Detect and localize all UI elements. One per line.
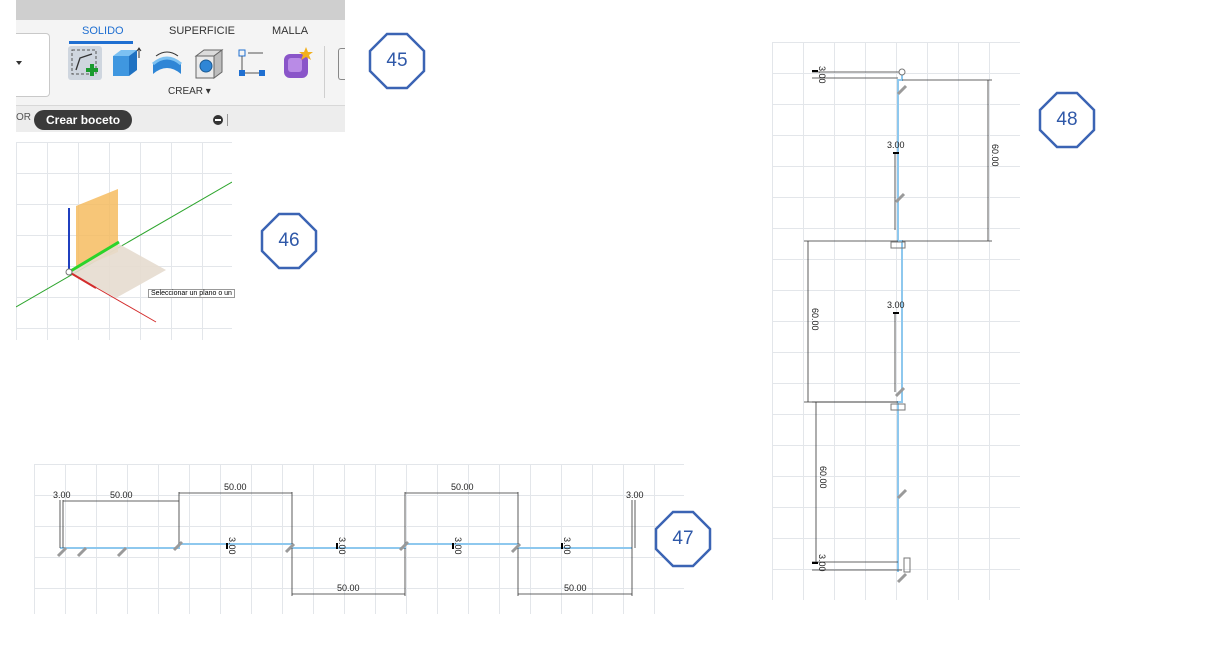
step-number: 48 (1056, 109, 1078, 130)
dim-top-3-right[interactable]: 3.00 (626, 490, 644, 500)
extrude-button[interactable] (108, 46, 142, 80)
step-number: 47 (672, 528, 694, 549)
dim-vertical-3-a[interactable]: 3.00 (227, 537, 237, 555)
y-axis-line (16, 181, 232, 308)
plane-hint-tooltip: Seleccionar un plano o un (148, 289, 235, 298)
crear-menu[interactable]: CREAR ▾ (168, 86, 211, 97)
constraint-glyphs (56, 540, 522, 558)
tab-solido[interactable]: SOLIDO (82, 25, 124, 37)
horizontal-gap-markers (812, 70, 899, 564)
octagon-badge-icon (1038, 91, 1096, 149)
hole-button[interactable] (192, 46, 226, 80)
toolbar-separator (324, 46, 325, 98)
octagon-badge-icon (260, 212, 318, 270)
xy-plane[interactable] (69, 244, 166, 298)
create-form-icon (284, 47, 313, 78)
create-sketch-button[interactable] (68, 46, 102, 80)
dim-top-3-left[interactable]: 3.00 (53, 490, 71, 500)
dim-top-50-a[interactable]: 50.00 (110, 490, 133, 500)
partial-label: OR (16, 112, 31, 123)
step-badge-47: 47 (654, 510, 712, 568)
viewport-3d[interactable]: Seleccionar un plano o un (16, 142, 235, 340)
dim-small-3-top[interactable]: 3.00 (817, 66, 827, 84)
step-badge-45: 45 (368, 32, 426, 90)
dim-long-60-a[interactable]: 60.00 (990, 144, 1000, 167)
workspace-dropdown[interactable] (16, 33, 50, 97)
chevron-down-icon (16, 61, 22, 65)
step-badge-48: 48 (1038, 91, 1096, 149)
origin-point[interactable] (65, 268, 73, 276)
dim-top-50-b[interactable]: 50.00 (224, 482, 247, 492)
dim-small-3-upper[interactable]: 3.00 (887, 140, 905, 150)
dimension-extension-lines (59, 492, 636, 596)
dim-top-50-c[interactable]: 50.00 (451, 482, 474, 492)
sketch-vertical-canvas[interactable]: 3.00 3.00 3.00 3.00 60.00 60.00 60.00 (772, 42, 1020, 600)
dim-bottom-50-a[interactable]: 50.00 (337, 583, 360, 593)
crear-label: CREAR (168, 86, 204, 97)
toolbar-top-strip (16, 0, 345, 20)
sketch-horizontal[interactable]: 3.00 50.00 50.00 50.00 3.00 50.00 50.00 … (34, 464, 684, 614)
dim-vertical-3-d[interactable]: 3.00 (562, 537, 572, 555)
create-form-button[interactable] (280, 46, 314, 80)
y-axis (68, 240, 120, 274)
constraint-glyphs-vertical (894, 84, 908, 584)
tab-malla[interactable]: MALLA (272, 25, 309, 37)
vertical-gap-markers (226, 543, 563, 549)
revolve-button[interactable] (150, 46, 184, 80)
active-tab-indicator (69, 41, 133, 44)
step-badge-46: 46 (260, 212, 318, 270)
next-tool-button[interactable] (338, 48, 345, 80)
dimension-extension-lines-vertical (804, 71, 992, 571)
create-sketch-icon (71, 49, 98, 76)
tooltip-crear-boceto: Crear boceto (34, 110, 133, 130)
step-number: 46 (278, 230, 300, 251)
sketch-profile-line-vertical[interactable] (897, 72, 903, 572)
sketch-vertical[interactable]: 3.00 3.00 3.00 3.00 60.00 60.00 60.00 (772, 42, 1020, 600)
hole-icon (194, 49, 224, 79)
sketch-dimension-icon (238, 49, 265, 76)
dim-long-60-c[interactable]: 60.00 (818, 466, 828, 489)
collapse-icon[interactable] (212, 114, 232, 126)
sketch-horizontal-canvas[interactable]: 3.00 50.00 50.00 50.00 3.00 50.00 50.00 … (34, 464, 684, 614)
chevron-down-icon: ▾ (203, 86, 211, 97)
x-axis (68, 271, 97, 289)
revolve-icon (152, 51, 182, 74)
dim-small-3-lower[interactable]: 3.00 (887, 300, 905, 310)
sketch-dimension-button[interactable] (235, 46, 269, 80)
dim-small-3-bottom[interactable]: 3.00 (817, 554, 827, 572)
octagon-badge-icon (654, 510, 712, 568)
tab-superficie[interactable]: SUPERFICIE (169, 25, 236, 37)
toolbar-panel: SOLIDO SUPERFICIE MALLA (16, 0, 345, 132)
step-number: 45 (386, 50, 408, 71)
plane-selection-scene[interactable] (16, 142, 232, 340)
extrude-icon (113, 47, 142, 76)
coincident-markers (890, 68, 911, 573)
dim-bottom-50-b[interactable]: 50.00 (564, 583, 587, 593)
toolbar-status-strip: OR Crear boceto (16, 105, 345, 132)
dim-vertical-3-b[interactable]: 3.00 (337, 537, 347, 555)
dim-vertical-3-c[interactable]: 3.00 (453, 537, 463, 555)
dim-long-60-b[interactable]: 60.00 (810, 308, 820, 331)
octagon-badge-icon (368, 32, 426, 90)
